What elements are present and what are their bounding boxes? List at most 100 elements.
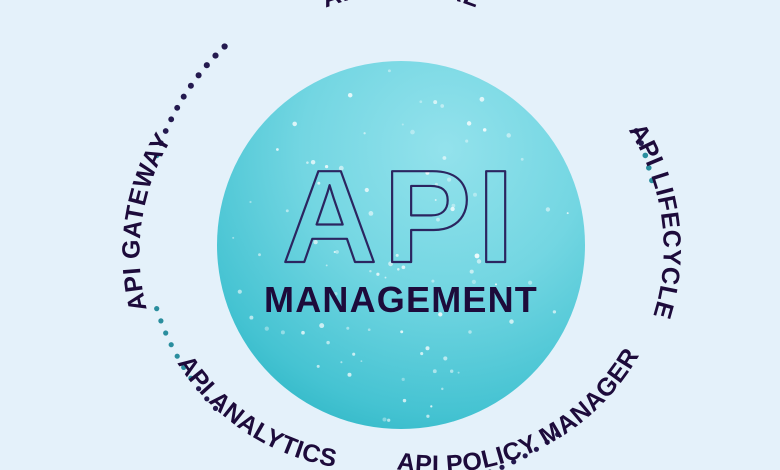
sparkle-dot: [443, 356, 448, 361]
ring-dot: [153, 152, 160, 159]
ring-dot: [158, 140, 164, 146]
sparkle-dot: [434, 199, 437, 201]
ring-dot: [154, 306, 160, 312]
sparkle-dot: [306, 161, 309, 164]
sparkle-dot: [506, 286, 511, 291]
sparkle-dot: [388, 261, 394, 267]
sparkle-dot: [310, 159, 316, 165]
sparkle-dot: [249, 200, 252, 204]
sparkle-dot: [425, 170, 430, 175]
sparkle-dot: [368, 211, 374, 216]
sparkle-dot: [433, 100, 438, 105]
sparkle-dot: [465, 139, 469, 143]
sparkle-dot: [395, 253, 399, 257]
sparkle-dot: [301, 330, 305, 335]
sparkle-dot: [426, 414, 430, 418]
sparkle-dot: [285, 209, 289, 213]
ring-dot: [204, 396, 210, 402]
sparkle-dot: [334, 291, 338, 296]
sparkle-dot: [482, 128, 487, 132]
ring-dot: [158, 318, 164, 324]
sparkle-dot: [545, 207, 551, 212]
center-headline: API: [282, 143, 520, 290]
sparkle-dot: [447, 177, 452, 182]
ring-dot: [174, 353, 180, 359]
sparkle-dot: [333, 250, 336, 254]
sparkle-dot: [469, 269, 474, 274]
center-circle: [217, 61, 585, 429]
sparkle-dot: [468, 330, 472, 334]
sparkle-dot: [528, 280, 533, 285]
sparkle-dot: [400, 330, 404, 334]
sparkle-dot: [509, 319, 514, 324]
sparkle-dot: [476, 259, 482, 264]
sparkle-dot: [237, 289, 242, 294]
sparkle-dot: [432, 369, 437, 374]
sparkle-dot: [494, 283, 498, 286]
sparkle-dot: [347, 372, 352, 377]
ring-dot: [522, 453, 528, 459]
sparkle-dot: [442, 156, 447, 160]
sparkle-dot: [258, 253, 261, 257]
sparkle-dot: [520, 157, 524, 161]
sparkle-dot: [364, 187, 369, 193]
ring-dot: [168, 342, 174, 348]
sparkle-dot: [369, 269, 372, 273]
ring-dot: [642, 152, 649, 159]
ring-dot: [162, 128, 169, 134]
sparkle-dot: [319, 323, 325, 329]
sparkle-dot: [410, 129, 415, 135]
ring-dot: [544, 439, 550, 445]
sparkle-dot: [324, 164, 329, 169]
center-subline: MANAGEMENT: [264, 279, 538, 320]
sparkle-dot: [419, 100, 423, 104]
sparkle-dot: [352, 352, 356, 356]
sparkle-dot: [441, 387, 444, 391]
sparkle-dot: [316, 364, 320, 368]
sparkle-dot: [367, 328, 371, 332]
ring-dot: [196, 386, 202, 392]
sparkle-dot: [387, 418, 391, 422]
sparkle-dot: [479, 96, 485, 102]
ring-dot: [649, 177, 655, 184]
sparkle-dot: [335, 250, 339, 254]
sparkle-dot: [397, 268, 400, 271]
ring-dot: [188, 375, 194, 381]
sparkle-dot: [264, 326, 269, 331]
sparkle-dot: [249, 315, 254, 320]
sparkle-dot: [292, 121, 297, 127]
sparkle-dot: [347, 92, 353, 98]
ring-dot: [646, 165, 652, 171]
sparkle-dot: [325, 264, 328, 267]
sparkle-dot: [434, 182, 438, 187]
sparkle-dot: [451, 203, 456, 208]
sparkle-dot: [440, 104, 445, 108]
sparkle-dot: [382, 417, 387, 422]
sparkle-dot: [506, 133, 511, 138]
ring-dot: [168, 116, 175, 123]
sparkle-dot: [471, 279, 477, 285]
ring-dot: [163, 330, 169, 336]
sparkle-dot: [401, 377, 405, 382]
sparkle-dot: [401, 265, 406, 270]
ring-dot: [195, 72, 202, 79]
ring-dot: [638, 140, 644, 146]
sparkle-dot: [473, 192, 477, 197]
sparkle-dot: [376, 272, 380, 276]
sparkle-dot: [457, 371, 460, 374]
sparkle-dot: [326, 340, 330, 345]
sparkle-dot: [384, 276, 387, 279]
sparkle-dot: [387, 69, 391, 73]
sparkle-dot: [450, 206, 455, 212]
sparkle-dot: [346, 326, 350, 330]
sparkle-dot: [420, 352, 424, 356]
ring-dot: [633, 128, 640, 134]
sparkle-dot: [566, 212, 569, 215]
sparkle-dot: [232, 236, 235, 239]
sparkle-dot: [436, 217, 440, 222]
sparkle-dot: [280, 330, 285, 335]
sparkle-dot: [317, 181, 321, 185]
sparkle-dot: [401, 123, 404, 126]
sparkle-dot: [431, 279, 435, 283]
